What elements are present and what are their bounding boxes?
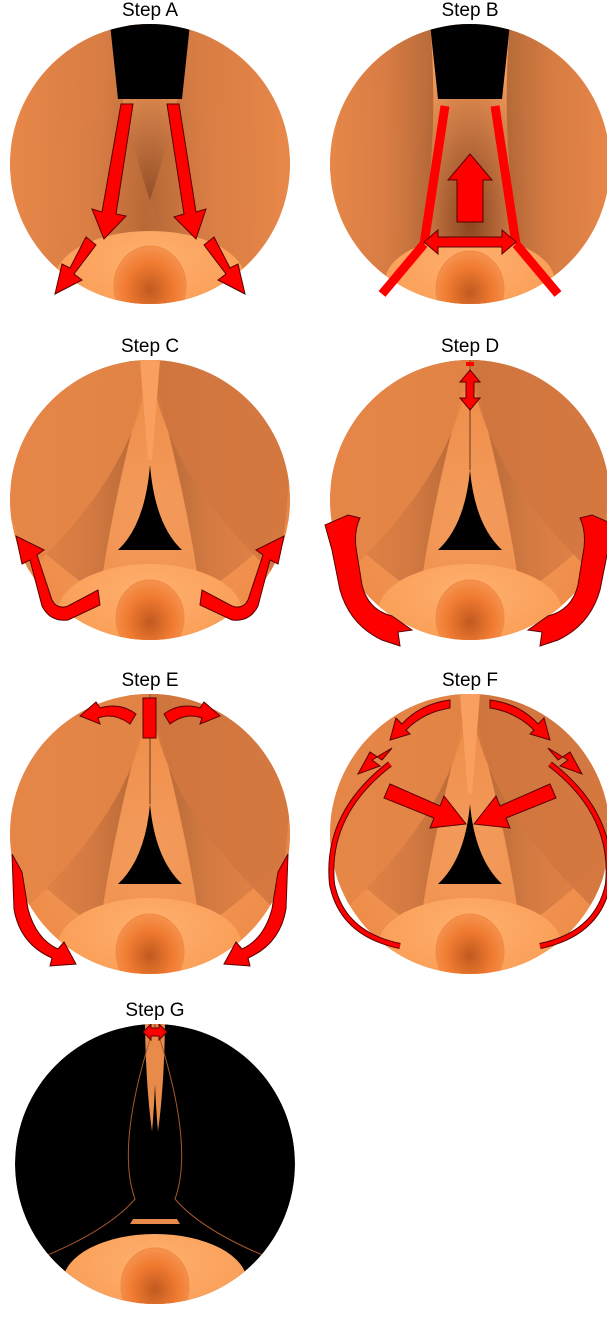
panel-step-c: Step C (0, 336, 300, 656)
incision-marker (143, 698, 156, 738)
step-d-diagram (320, 360, 607, 660)
panel-step-g: Step G (5, 1000, 305, 1320)
step-b-diagram (320, 24, 607, 324)
step-a-title: Step A (0, 0, 300, 22)
step-e-title: Step E (0, 670, 300, 692)
step-c-title: Step C (0, 336, 300, 358)
step-f-title: Step F (320, 670, 607, 692)
step-c-diagram (0, 360, 300, 660)
step-g-title: Step G (5, 1000, 305, 1022)
step-g-diagram (5, 1024, 305, 1324)
step-f-diagram (320, 694, 607, 994)
panel-step-d: Step D (320, 336, 607, 656)
marker (466, 362, 474, 366)
step-d-title: Step D (320, 336, 607, 358)
panel-step-b: Step B (320, 0, 607, 320)
panel-step-f: Step F (320, 670, 607, 990)
panel-step-e: Step E (0, 670, 300, 990)
step-e-diagram (0, 694, 300, 994)
step-a-diagram (0, 24, 300, 324)
step-b-title: Step B (320, 0, 607, 22)
panel-step-a: Step A (0, 0, 300, 320)
